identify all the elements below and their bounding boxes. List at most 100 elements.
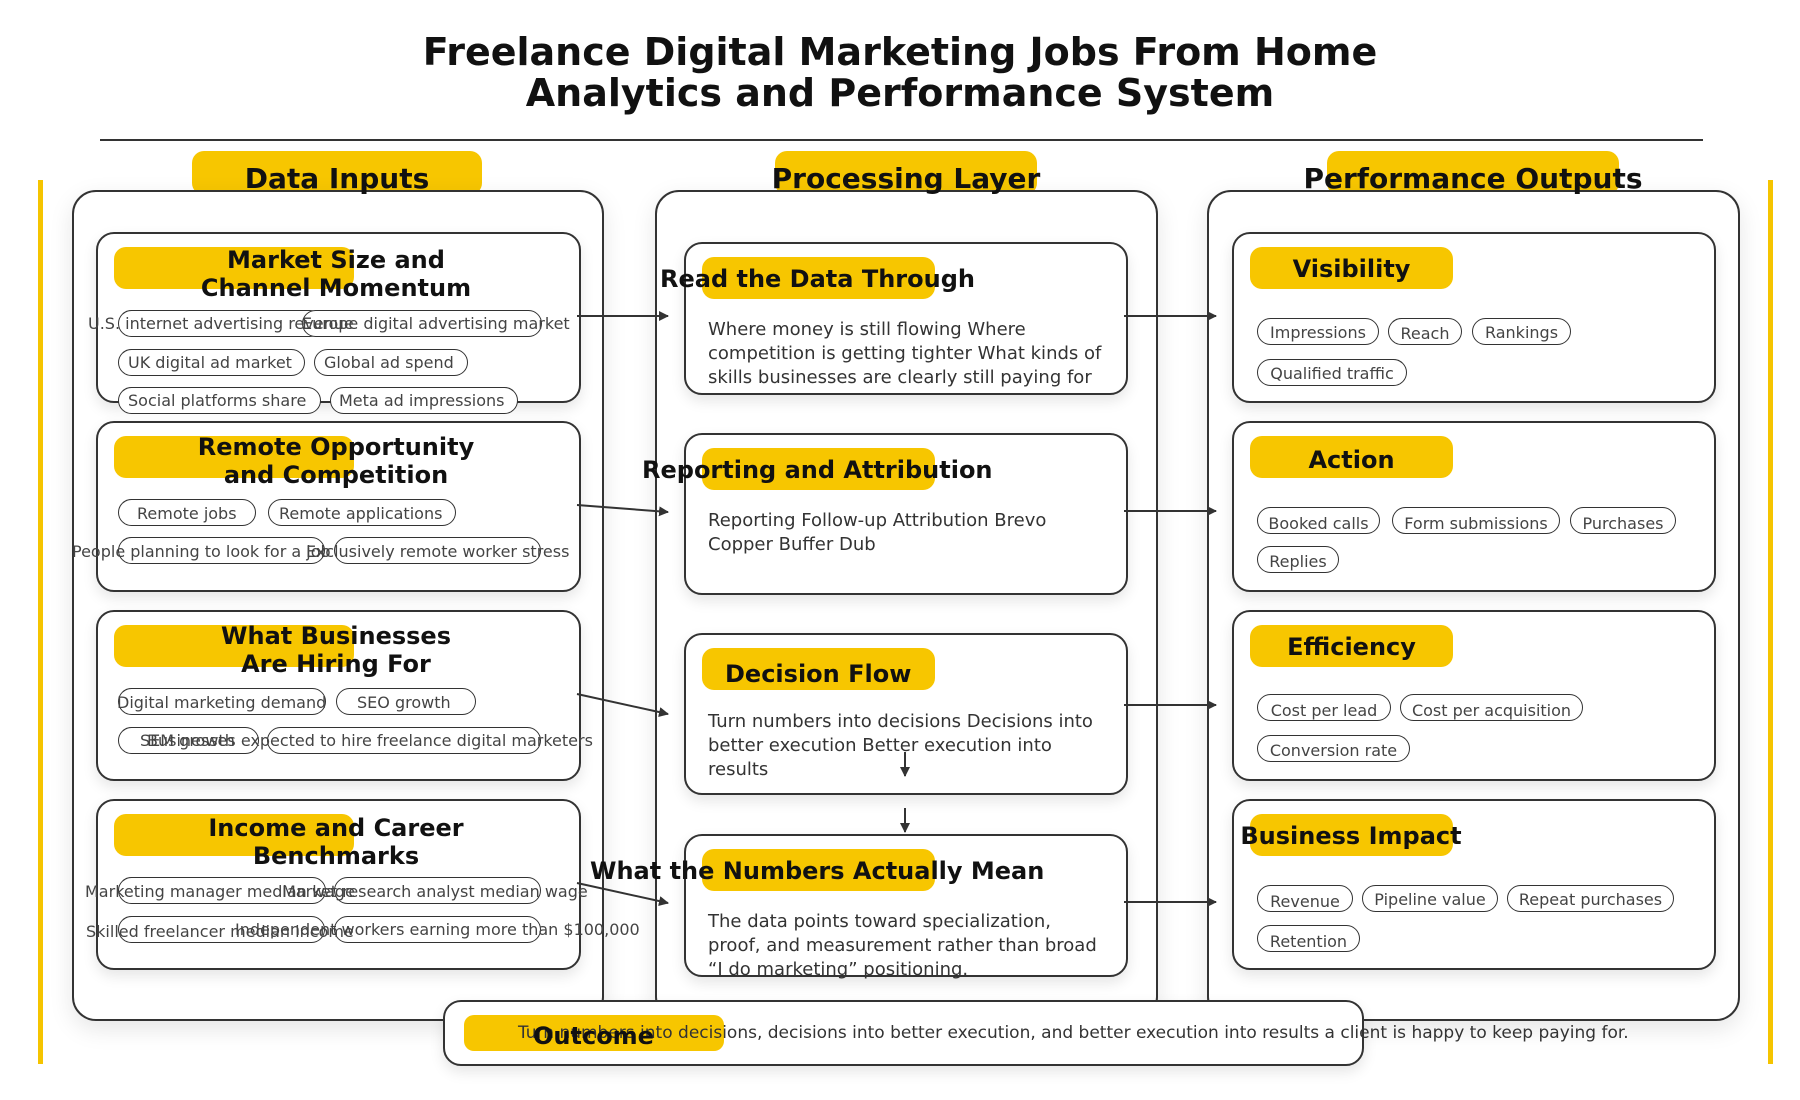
input-chip-label: Skilled freelancer median income [86,922,354,941]
output-card-title: Visibility [1292,255,1411,283]
output-chip [1257,885,1353,912]
output-card-tab [1250,247,1453,289]
output-chip-label: Reach [1400,324,1450,343]
input-chip-label: SEO growth [357,693,451,712]
processing-layer-heading: Processing Layer [771,162,1041,195]
input-title-line: Remote Opportunity [197,433,475,461]
processing-card-text: The data points toward specialization, p… [708,911,1097,980]
input-chip [118,688,326,715]
arrow-input-3-to-processing [576,693,669,717]
input-chip-label: Businesses expected to hire freelance di… [147,731,593,750]
output-card-title: Action [1308,446,1395,474]
input-chip-label: Digital marketing demand [117,693,327,712]
input-chip [314,349,468,376]
input-card-tab [114,625,354,667]
output-chip [1507,885,1674,912]
output-chip-label: Retention [1269,932,1348,951]
outcome-label: Outcome [533,1022,654,1050]
input-chip [118,916,325,943]
input-title-line: What Businesses [221,622,451,650]
input-chip-label: SEM growth [140,731,235,750]
processing-card-tab [702,257,935,299]
title-line-2: Analytics and Performance System [525,71,1275,115]
output-chip [1257,546,1339,573]
output-card-tab [1250,436,1453,478]
page-title: Freelance Digital Marketing Jobs From Ho… [0,32,1800,114]
input-chip-label: Remote jobs [137,504,237,523]
output-chip-label: Revenue [1270,892,1340,911]
output-chip-label: Rankings [1484,323,1559,342]
input-chip [334,537,541,564]
input-chip [334,877,541,904]
input-chip [302,310,542,337]
input-chip-label: Remote applications [279,504,443,523]
outcome-text: Turn numbers into decisions, decisions i… [518,1023,1629,1043]
processing-column-tab [775,151,1037,195]
output-chip-label: Form submissions [1404,514,1548,533]
output-chip-label: Repeat purchases [1518,890,1663,909]
input-card-title: Income and Career Benchmarks [186,814,486,870]
input-chip-label: People planning to look for a job [72,542,331,561]
title-line-1: Freelance Digital Marketing Jobs From Ho… [422,30,1378,74]
input-title-line: Benchmarks [252,842,420,870]
output-chip [1472,318,1571,345]
input-chip [267,727,541,754]
output-chip-label: Cost per acquisition [1411,701,1572,720]
input-chip [118,499,256,526]
output-chip [1257,925,1360,952]
output-chip [1257,318,1379,345]
processing-card-text: Where money is still flowing Where compe… [708,319,1102,388]
input-chip [118,387,321,414]
left-accent-bar [38,180,43,1064]
output-chip-label: Pipeline value [1374,890,1486,909]
input-chip [336,688,476,715]
input-title-line: Market Size and [227,246,445,274]
input-chip [118,537,325,564]
input-chip-label: U.S. internet advertising revenue [88,314,354,333]
input-title-line: Are Hiring For [241,650,431,678]
inputs-column-tab [192,151,482,195]
processing-card-title: Read the Data Through [660,265,975,293]
input-chip-label: Europe digital advertising market [302,314,570,333]
input-chip-label: UK digital ad market [128,353,292,372]
input-chip-label: Meta ad impressions [339,391,505,410]
input-card-title: Remote Opportunity and Competition [186,433,486,489]
output-chip [1388,318,1462,345]
input-chip-label: Exclusively remote worker stress [306,542,570,561]
output-chip [1392,507,1560,534]
output-card-tab [1250,814,1453,856]
output-chip [1362,885,1498,912]
output-chip-label: Cost per lead [1270,701,1378,720]
processing-card-title: Reporting and Attribution [642,456,993,484]
input-title-line: and Competition [223,461,449,489]
input-card-tab [114,247,354,289]
processing-card-tab [702,448,935,490]
processing-card-title: Decision Flow [725,660,912,688]
output-chip [1257,735,1410,762]
input-chip-label: Independent workers earning more than $1… [235,920,640,939]
input-chip [118,727,259,754]
input-chip-label: Global ad spend [324,353,454,372]
output-chip [1400,694,1583,721]
output-chip-label: Booked calls [1268,514,1369,533]
processing-card-tab [702,648,935,690]
processing-card-title: What the Numbers Actually Mean [590,857,1045,885]
performance-outputs-heading: Performance Outputs [1303,162,1643,195]
output-chip [1570,507,1676,534]
processing-card-tab [702,849,935,891]
output-chip-label: Qualified traffic [1270,364,1394,383]
processing-card-text: Turn numbers into decisions Decisions in… [708,711,1093,780]
input-chip-label: Social platforms share [128,391,307,410]
output-card-title: Business Impact [1240,822,1462,850]
input-card-tab [114,436,354,478]
arrow-input-2-to-processing [576,504,669,517]
input-chip [118,310,323,337]
output-chip-label: Purchases [1582,514,1664,533]
output-card-title: Efficiency [1287,633,1416,661]
input-chip [118,349,305,376]
output-chip-label: Impressions [1270,323,1366,342]
output-card-tab [1250,625,1453,667]
outputs-column-tab [1327,151,1619,195]
input-title-line: Income and Career [208,814,464,842]
